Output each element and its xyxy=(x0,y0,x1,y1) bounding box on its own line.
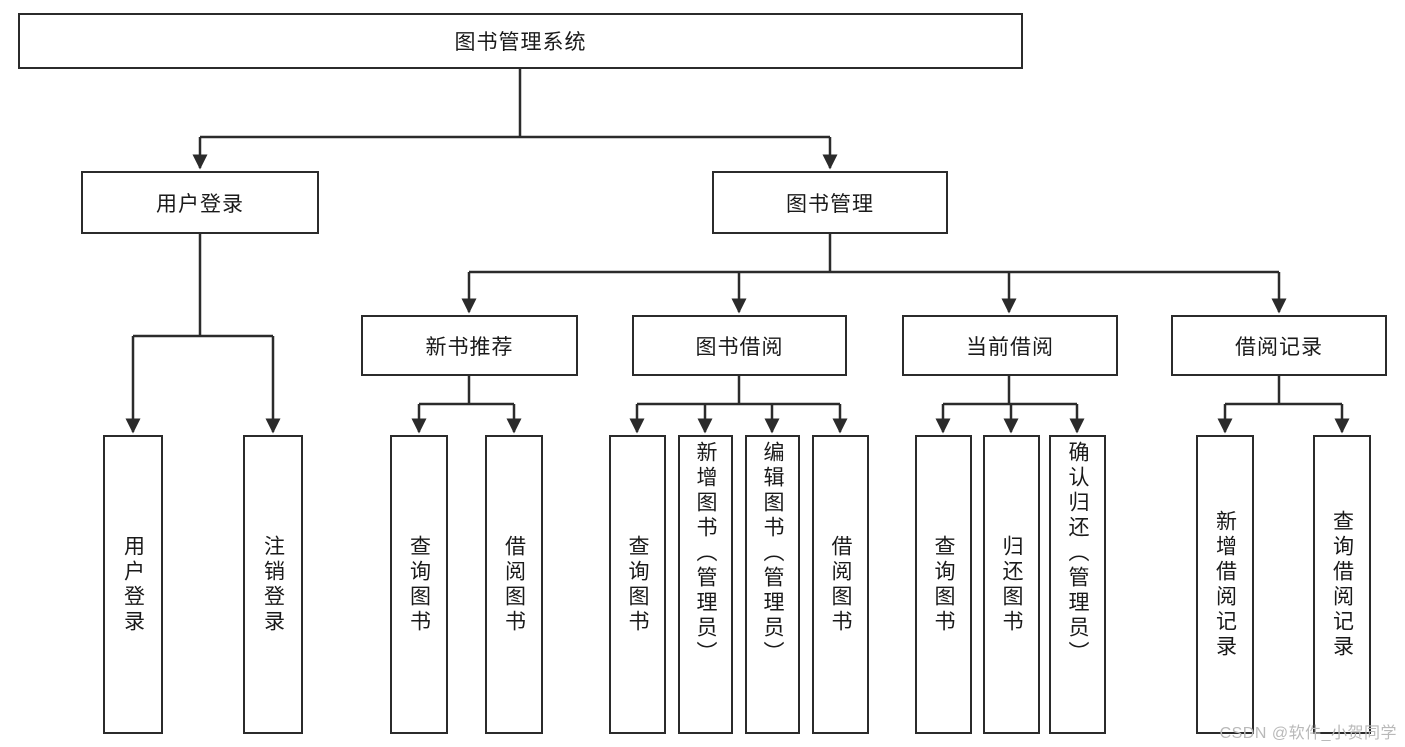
node-label: 查询借阅记录 xyxy=(1330,509,1354,660)
node-label: 确认归还（管理员） xyxy=(1066,441,1089,666)
leaf-add-book-admin[interactable]: 新增图书（管理员） xyxy=(678,435,733,734)
leaf-query-book[interactable]: 查询图书 xyxy=(609,435,666,734)
node-label: 新增借阅记录 xyxy=(1213,509,1237,660)
leaf-user-login[interactable]: 用户登录 xyxy=(103,435,163,734)
node-label: 新增图书（管理员） xyxy=(694,441,717,666)
node-label: 编辑图书（管理员） xyxy=(761,441,784,666)
leaf-edit-book-admin[interactable]: 编辑图书（管理员） xyxy=(745,435,800,734)
node-root[interactable]: 图书管理系统 xyxy=(18,13,1023,69)
leaf-query-book-rec[interactable]: 查询图书 xyxy=(390,435,448,734)
node-label: 查询图书 xyxy=(932,534,955,635)
node-label: 用户登录 xyxy=(156,192,244,216)
leaf-borrow-book[interactable]: 借阅图书 xyxy=(812,435,869,734)
leaf-borrow-book-rec[interactable]: 借阅图书 xyxy=(485,435,543,734)
csdn-watermark: CSDN @软件_小贺同学 xyxy=(1219,725,1397,742)
leaf-query-book-current[interactable]: 查询图书 xyxy=(915,435,972,734)
node-label: 当前借阅 xyxy=(966,335,1054,359)
node-label: 新书推荐 xyxy=(425,335,514,359)
node-book-management[interactable]: 图书管理 xyxy=(712,171,948,234)
leaf-confirm-return-admin[interactable]: 确认归还（管理员） xyxy=(1049,435,1106,734)
node-current-borrow[interactable]: 当前借阅 xyxy=(902,315,1118,376)
node-borrow-record[interactable]: 借阅记录 xyxy=(1171,315,1387,376)
node-label: 图书管理系统 xyxy=(454,31,587,54)
node-book-borrow[interactable]: 图书借阅 xyxy=(632,315,847,376)
leaf-logout[interactable]: 注销登录 xyxy=(243,435,303,734)
node-label: 图书管理 xyxy=(786,192,874,216)
node-label: 查询图书 xyxy=(626,534,649,635)
node-label: 用户登录 xyxy=(121,534,145,635)
node-user-login[interactable]: 用户登录 xyxy=(81,171,319,234)
node-label: 借阅记录 xyxy=(1235,335,1323,359)
node-label: 借阅图书 xyxy=(829,534,852,635)
node-label: 借阅图书 xyxy=(502,534,526,635)
leaf-query-borrow-record[interactable]: 查询借阅记录 xyxy=(1313,435,1371,734)
node-label: 查询图书 xyxy=(407,534,431,635)
node-label: 归还图书 xyxy=(1000,534,1023,635)
node-new-book-recommend[interactable]: 新书推荐 xyxy=(361,315,578,376)
node-label: 注销登录 xyxy=(261,534,285,635)
leaf-add-borrow-record[interactable]: 新增借阅记录 xyxy=(1196,435,1254,734)
node-label: 图书借阅 xyxy=(695,335,784,359)
leaf-return-book[interactable]: 归还图书 xyxy=(983,435,1040,734)
